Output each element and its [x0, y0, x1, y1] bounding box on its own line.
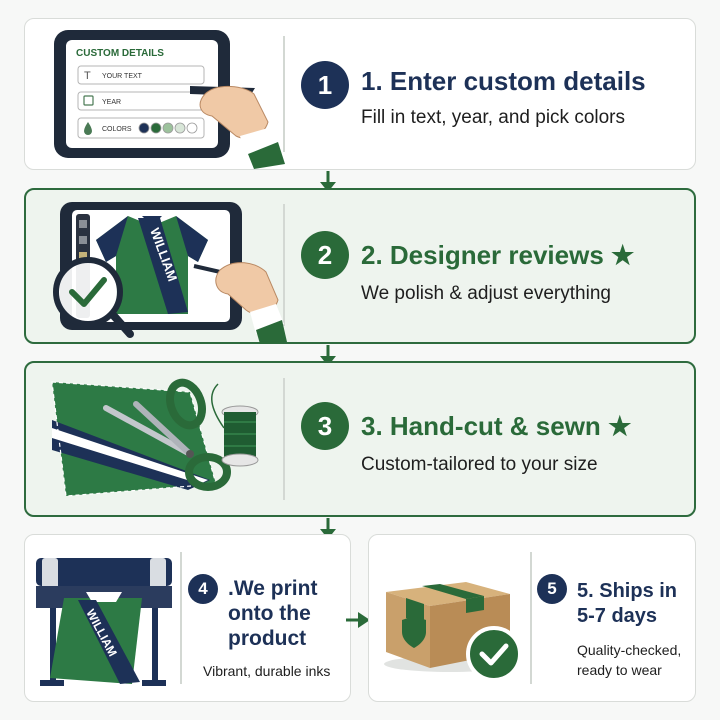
- step-5-title-line: 5. Ships in: [577, 580, 678, 602]
- step-4-title-line: product: [228, 627, 307, 650]
- color-swatches[interactable]: [138, 122, 198, 134]
- step-4-title-line: onto the: [228, 602, 311, 625]
- thread-spool-icon: [211, 383, 259, 467]
- text-field-icon: T: [84, 70, 91, 82]
- color-swatch[interactable]: [162, 122, 174, 134]
- color-swatch[interactable]: [150, 122, 162, 134]
- text-field-label: YOUR TEXT: [102, 73, 143, 80]
- step-3-number-badge: 3: [301, 402, 349, 450]
- arrow-down-icon: [320, 171, 336, 192]
- step-2-subtitle: We polish & adjust everything: [361, 283, 611, 304]
- color-swatch[interactable]: [186, 122, 198, 134]
- step-5-subtitle: Quality-checked, ready to wear: [577, 640, 681, 680]
- step-3-title: 3. Hand-cut & sewn ★: [361, 411, 631, 442]
- designer-tablet-illustration: WILLIAM: [53, 202, 287, 344]
- step-4-subtitle: Vibrant, durable inks: [203, 663, 331, 679]
- step-3-subtitle: Custom-tailored to your size: [361, 454, 598, 475]
- star-icon: ★: [611, 240, 635, 270]
- colors-label: COLORS: [102, 126, 132, 133]
- step-3-title-text: 3. Hand-cut & sewn: [361, 411, 601, 441]
- step-2-number-badge: 2: [301, 231, 349, 279]
- star-icon: ★: [608, 411, 632, 441]
- step-5-number-badge: 5: [537, 574, 567, 604]
- checkmark-icon: [479, 643, 509, 666]
- step-1-subtitle: Fill in text, year, and pick colors: [361, 107, 625, 128]
- step-5-title: 5. Ships in 5-7 days: [577, 579, 677, 629]
- scissors-icon: [103, 378, 231, 491]
- step-1-divider: [283, 36, 285, 152]
- color-swatch[interactable]: [138, 122, 150, 134]
- printer-illustration: WILLIAM: [36, 558, 172, 686]
- fabric-scissors-illustration: [51, 378, 259, 497]
- step-2-title: 2. Designer reviews ★: [361, 240, 634, 271]
- step-4-title-line: .We print: [228, 577, 318, 600]
- step-4-divider: [180, 552, 182, 684]
- step-2-title-text: 2. Designer reviews: [361, 240, 604, 270]
- step-1-number-badge: 1: [301, 61, 349, 109]
- year-field-label: YEAR: [102, 99, 121, 106]
- step-5-subtitle-line: ready to wear: [577, 662, 662, 678]
- step-5-divider: [530, 552, 532, 684]
- calendar-icon: [83, 95, 94, 106]
- step-5-title-line: 5-7 days: [577, 605, 658, 627]
- tablet-form-illustration: CUSTOM DETAILS T YOUR TEXT YEAR COLORS: [54, 30, 285, 169]
- arrow-right-icon: [346, 612, 370, 628]
- step-5-subtitle-line: Quality-checked,: [577, 642, 682, 658]
- checkmark-icon: [69, 277, 107, 307]
- form-heading: CUSTOM DETAILS: [76, 48, 164, 59]
- color-swatch[interactable]: [174, 122, 186, 134]
- step-3-divider: [283, 378, 285, 500]
- shipping-box-illustration: [384, 582, 522, 682]
- step-4-number-badge: 4: [188, 574, 218, 604]
- shield-icon: [402, 616, 426, 648]
- step-4-title: .We print onto the product: [228, 576, 317, 651]
- step-1-title: 1. Enter custom details: [361, 66, 646, 96]
- color-drop-icon: [84, 122, 92, 135]
- step-2-divider: [283, 204, 285, 326]
